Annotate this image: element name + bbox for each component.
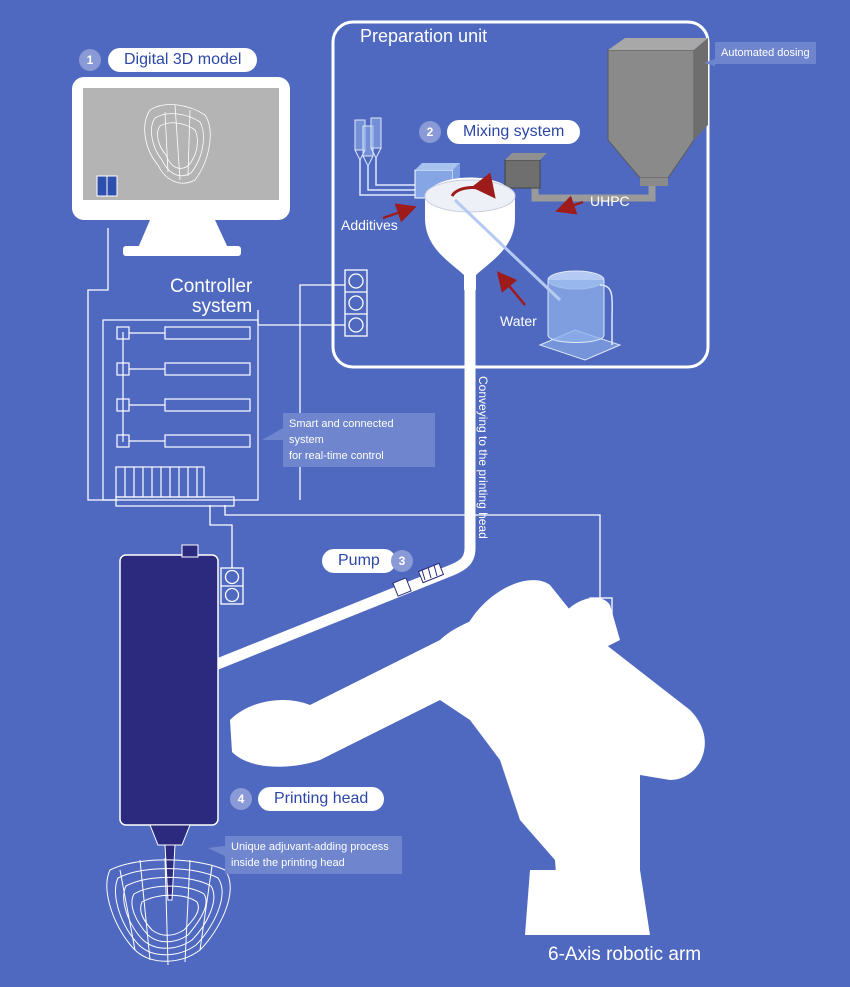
connector-stack: [344, 269, 368, 337]
water-pipe: [453, 198, 562, 302]
additive-tanks: [354, 117, 415, 196]
controller-panel: [102, 319, 259, 507]
water-tank: [538, 270, 622, 361]
controller-title-line2: system: [192, 296, 253, 317]
water-label: Water: [500, 313, 537, 329]
callout-adjuvant: Unique adjuvant-adding process inside th…: [225, 836, 402, 874]
callout-automated-dosing: Automated dosing: [715, 42, 816, 64]
callout-tick-smart: [262, 428, 283, 440]
callout-adjuvant-line1: Unique adjuvant-adding process: [231, 841, 389, 853]
step-3-number: 3: [391, 550, 413, 572]
callout-smart-system: Smart and connected system for real-time…: [283, 413, 435, 467]
mixing-rotation-icon: [450, 172, 496, 199]
step-4-number: 4: [230, 788, 252, 810]
preparation-unit-box: [331, 20, 710, 369]
callout-tick-adjuvant: [208, 846, 225, 856]
callout-adjuvant-line2: inside the printing head: [231, 857, 345, 869]
robotic-arm-label: 6-Axis robotic arm: [548, 944, 702, 965]
additives-label: Additives: [341, 217, 398, 233]
monitor: [72, 77, 290, 256]
callout-tick-dosing: [704, 59, 715, 66]
pump-icon: [392, 562, 445, 597]
connector-printing-head: [220, 567, 244, 605]
uhpc-silo: [607, 38, 708, 186]
preparation-unit-title: Preparation unit: [360, 26, 488, 46]
callout-smart-line2: for real-time control: [289, 450, 384, 462]
conveying-label: Conveying to the printing head: [476, 376, 490, 539]
step-1-label: Digital 3D model: [108, 48, 258, 72]
screen-3d-model-icon: [144, 104, 211, 184]
dosing-unit: [504, 153, 547, 189]
conveying-pipe: [212, 290, 476, 671]
step-2-label: Mixing system: [447, 120, 581, 144]
uhpc-label: UHPC: [590, 193, 630, 209]
step-1-number: 1: [79, 49, 101, 71]
controller-title-line1: Controller: [170, 276, 253, 297]
printed-object-icon: [106, 857, 231, 966]
water-arrow: [496, 271, 526, 306]
robotic-arm: [230, 580, 705, 935]
step-4-label: Printing head: [258, 787, 385, 811]
mixing-hopper: [424, 172, 516, 290]
printing-head: [119, 544, 219, 901]
step-3-label: Pump: [322, 549, 396, 573]
uhpc-arrow: [555, 195, 584, 215]
step-2-number: 2: [419, 121, 441, 143]
callout-automated-dosing-text: Automated dosing: [721, 47, 810, 59]
additives-arrow: [382, 203, 417, 223]
callout-smart-line1: Smart and connected system: [289, 418, 394, 446]
